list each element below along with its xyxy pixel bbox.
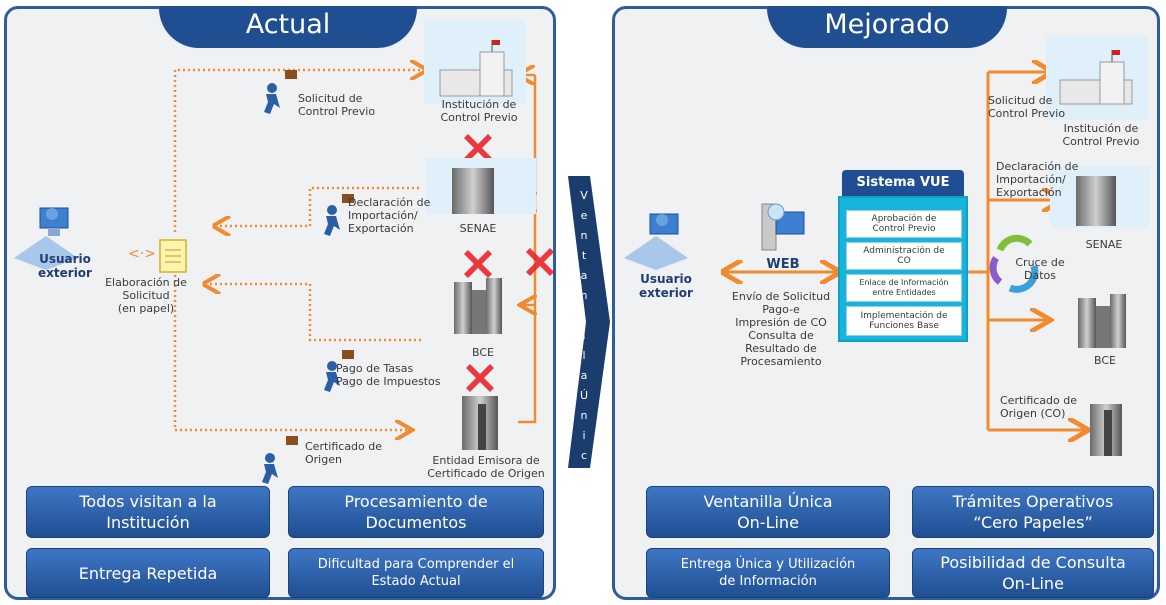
data-cross-cycle-icon (989, 234, 1039, 293)
problem-box-status-difficulty: Dificultad para Comprender el Estado Act… (288, 548, 544, 598)
vue-module-control-approval: Aprobación de Control Previo (846, 210, 962, 238)
vue-module-info-link: Enlace de Información entre Entidades (846, 274, 962, 302)
senae-label: SENAE (1085, 238, 1123, 251)
ventanilla-unica-letter: a (580, 369, 588, 382)
benefit-box-online-query: Posibilidad de Consulta On-Line (912, 548, 1154, 598)
emitting-entity-label: Entidad Emisora de Certificado de Origen (427, 454, 545, 480)
benefit-box-single-window: Ventanilla Única On-Line (646, 486, 890, 538)
person-running-icon (324, 194, 354, 236)
vue-module-base-functions: Implementación de Funciones Base (846, 306, 962, 336)
person-running-icon (324, 350, 354, 392)
senae-building-icon (1050, 166, 1150, 228)
ventanilla-unica-letter: n (580, 229, 588, 242)
benefit-box-zero-paper: Trámites Operativos “Cero Papeles” (912, 486, 1154, 538)
paper-document-icon (159, 239, 187, 273)
blocked-x-icon (526, 248, 554, 276)
declaration-label: Declaración de Importación/ Exportación (996, 160, 1079, 199)
paper-application-label: Elaboración de Solicitud (en papel) (105, 276, 187, 315)
problem-box-processing: Procesamiento de Documentos (288, 486, 544, 538)
ventanilla-unica-letter: n (580, 289, 588, 302)
problem-box-visits: Todos visitan a la Institución (26, 486, 270, 538)
blocked-x-icon (464, 250, 492, 278)
blocked-markers (464, 134, 554, 392)
control-request-label: Solicitud de Control Previo (298, 92, 376, 118)
control-institution-label: Institución de Control Previo (440, 98, 518, 124)
person-running-icon (264, 70, 297, 114)
bce-building-icon (1078, 294, 1126, 348)
control-institution-building-icon (1046, 36, 1148, 120)
declaration-label: Declaración de Importación/ Exportación (348, 196, 431, 235)
senae-building-icon (426, 158, 536, 214)
vue-module-co-admin: Administración de CO (846, 242, 962, 270)
person-running-icon (262, 436, 298, 484)
ventanilla-unica-letter: t (581, 249, 587, 262)
blocked-x-icon (464, 134, 492, 162)
ventanilla-unica-arrow (568, 176, 610, 468)
flow-to-control-institution (173, 70, 425, 232)
ventanilla-unica-letter: a (580, 269, 588, 282)
vue-system-title: Sistema VUE (842, 170, 964, 196)
origin-certificate-label: Certificado de Origen (305, 440, 383, 466)
ventanilla-unica-letter: V (580, 189, 588, 202)
ventanilla-unica-letter: n (580, 409, 588, 422)
bce-label: BCE (1094, 354, 1116, 367)
ventanilla-unica-letter: l (582, 329, 586, 342)
improved-panel-title: Mejorado (767, 6, 1007, 48)
emitting-entity-building-icon (1090, 404, 1122, 456)
origin-certificate-label: Certificado de Origen (CO) (1000, 394, 1078, 420)
user-computer-icon (624, 213, 688, 270)
ventanilla-unica-letter: a (580, 469, 588, 482)
senae-label: SENAE (459, 222, 497, 235)
problem-box-repeated-delivery: Entrega Repetida (26, 548, 270, 598)
return-line (518, 75, 537, 424)
web-actions-label: Envío de Solicitud Pago-e Impresión de C… (731, 290, 831, 368)
emitting-entity-building-icon (462, 396, 498, 450)
control-institution-building-icon (424, 20, 526, 104)
ventanilla-unica-letter: Ú (579, 389, 589, 402)
benefit-box-single-delivery: Entrega Única y Utilización de Informaci… (646, 548, 890, 598)
web-label: WEB (766, 257, 800, 272)
ventanilla-unica-letter: c (580, 449, 588, 462)
bce-label: BCE (472, 346, 494, 359)
ventanilla-unica-letter: e (580, 209, 588, 222)
payment-label: Pago de Tasas Pago de Impuestos (336, 362, 441, 388)
web-computer-icon (761, 203, 805, 251)
external-user-label: Usuario exterior (38, 252, 92, 280)
ventanilla-unica-letter: i (582, 309, 586, 322)
control-request-label: Solicitud de Control Previo (988, 94, 1066, 120)
exchange-arrows-icon: <·> (128, 246, 156, 262)
bce-building-icon (454, 278, 502, 334)
user-computer-icon (14, 207, 78, 270)
flow-to-bce (205, 284, 424, 342)
flow-to-emitting-entity (173, 275, 410, 430)
current-panel-title: Actual (159, 6, 417, 48)
external-user-label: Usuario exterior (639, 272, 693, 300)
ventanilla-unica-letter: l (582, 349, 586, 362)
cross-data-label: Cruce de Datos (1015, 256, 1065, 282)
control-institution-label: Institución de Control Previo (1062, 122, 1140, 148)
blocked-x-icon (466, 364, 494, 392)
ventanilla-unica-letter: i (582, 429, 586, 442)
